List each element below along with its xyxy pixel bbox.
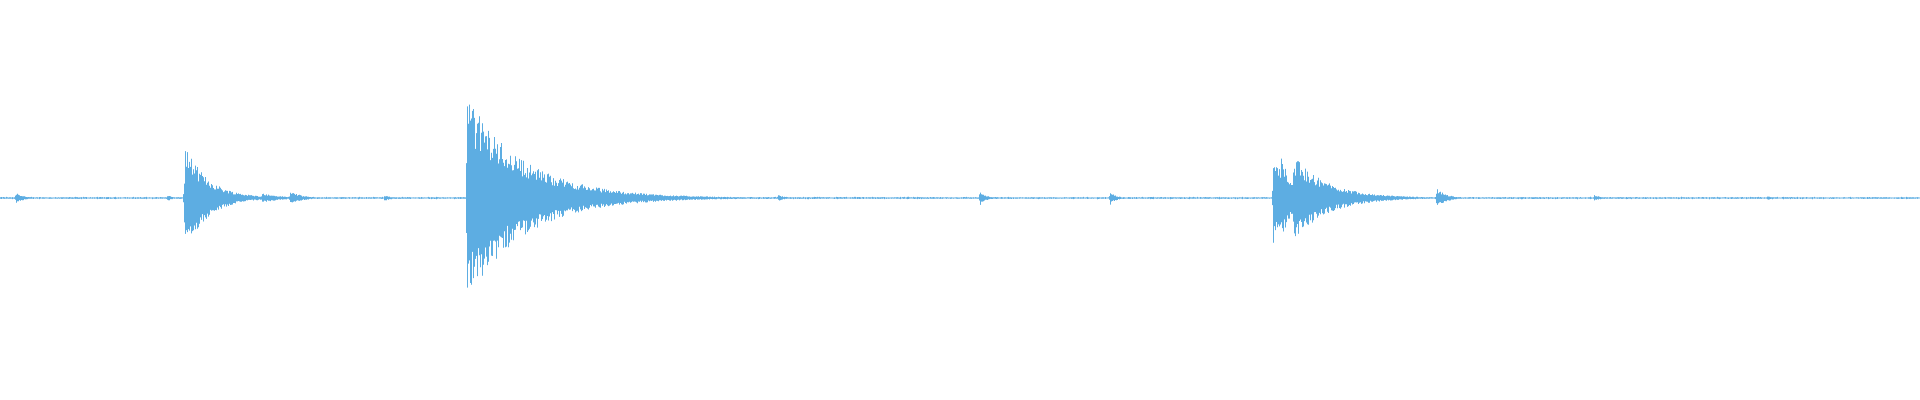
waveform-path <box>0 104 1920 288</box>
